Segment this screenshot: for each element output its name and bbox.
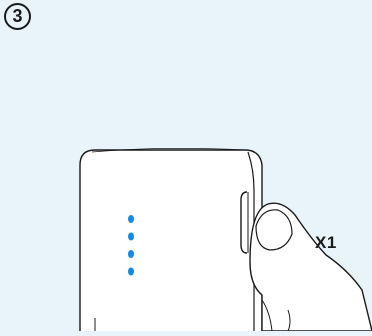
step-number-text: 3 [12,6,22,27]
step-number-badge: 3 [4,3,31,30]
indicator-led [128,250,134,258]
indicator-led [128,268,134,276]
press-count-label: X1 [315,233,337,253]
pressing-finger-icon [250,203,372,331]
device-body [80,150,262,331]
power-bank-device [80,148,262,331]
indicator-led [128,233,134,241]
indicator-led [128,215,134,223]
side-button [241,192,248,253]
